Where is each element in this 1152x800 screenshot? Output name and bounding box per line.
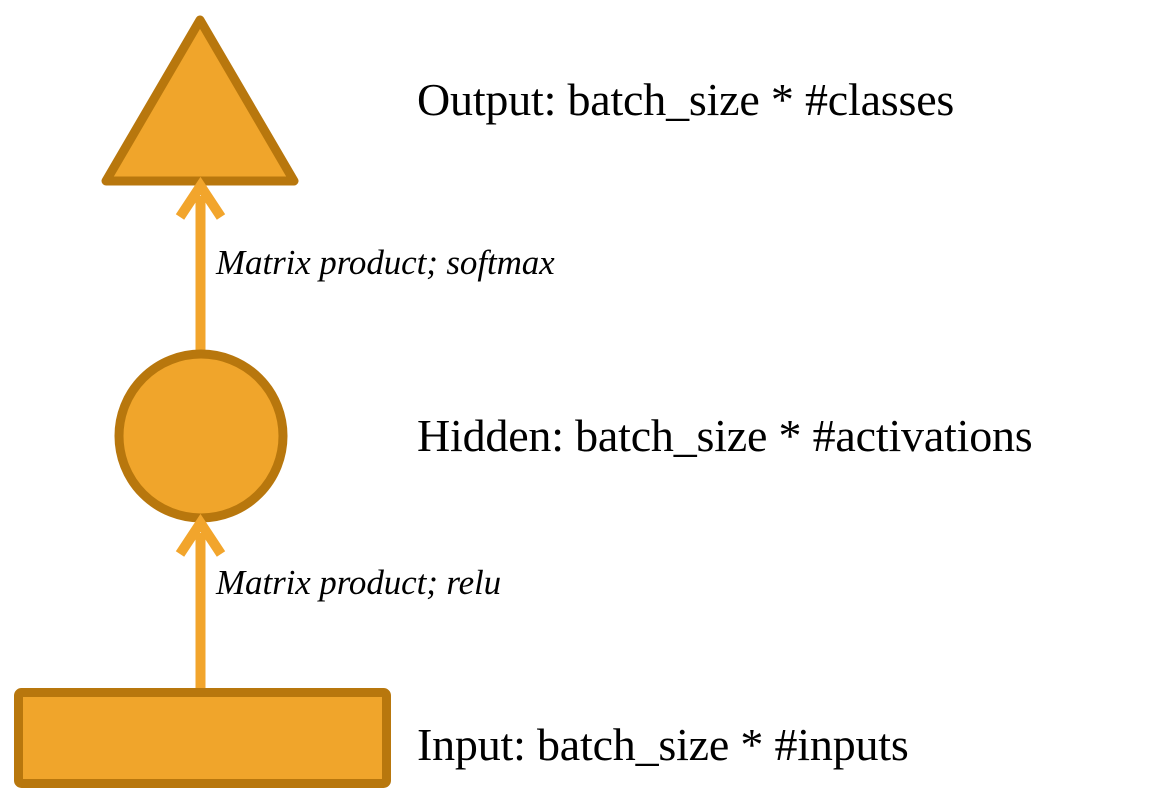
circle-icon [114,349,288,523]
arrow-up-icon [175,176,226,220]
edge-hidden-to-output-arrow [175,176,226,352]
node-label-hidden: Hidden: batch_size * #activations [417,410,1033,461]
node-input-rectangle[interactable] [14,688,391,788]
rectangle-icon [14,688,391,788]
edge-label-hidden-to-output: Matrix product; softmax [216,243,555,282]
edge-label-input-to-hidden: Matrix product; relu [216,563,502,602]
node-label-input: Input: batch_size * #inputs [417,719,909,770]
triangle-icon [101,15,299,186]
node-output-triangle[interactable] [101,15,299,186]
node-hidden-circle[interactable] [114,349,288,523]
arrow-up-icon [175,513,226,557]
edge-input-to-hidden-arrow [175,513,226,690]
node-label-output: Output: batch_size * #classes [417,74,955,125]
